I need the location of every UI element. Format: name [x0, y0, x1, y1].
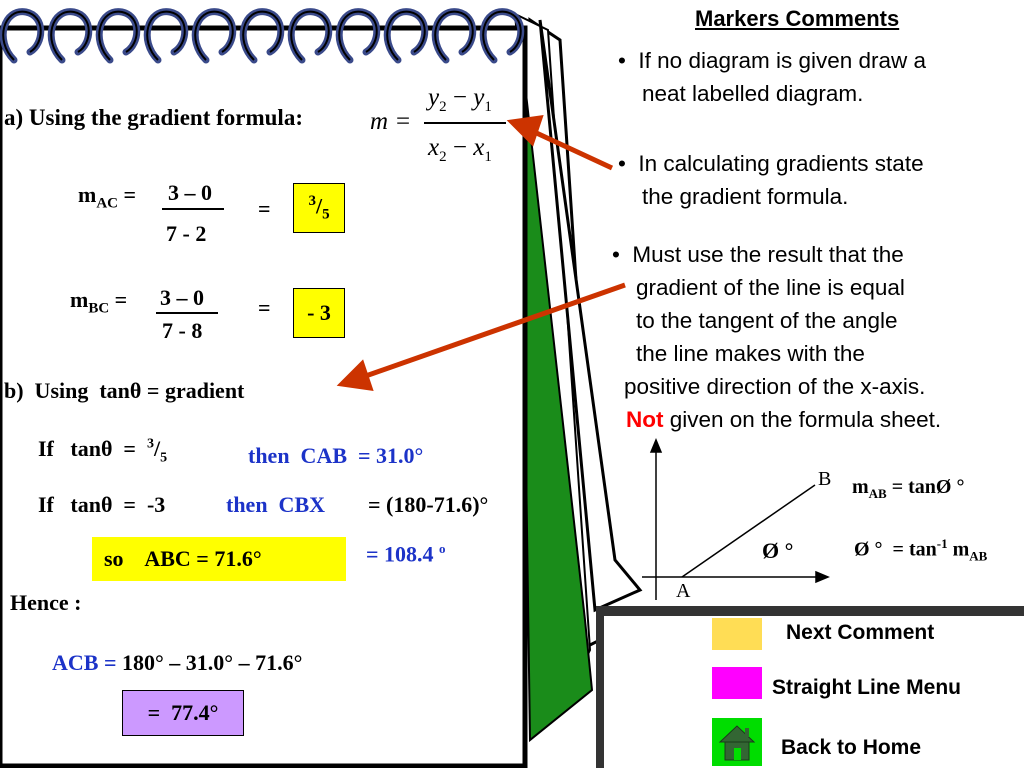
m-bc-fraction-bar — [156, 312, 218, 314]
arrow-to-tan — [336, 282, 626, 392]
home-icon — [718, 725, 756, 761]
m-bc-denominator: 7 - 8 — [162, 318, 203, 343]
formula-numerator: y2 − y1 — [428, 84, 492, 115]
comments-heading: Markers Comments — [695, 6, 900, 31]
comment-1: • If no diagram is given draw a neat lab… — [618, 48, 927, 106]
hence-label: Hence : — [10, 590, 82, 615]
gradient-formula: m = y2 − y1 x2 − x1 — [370, 84, 520, 174]
m-ab-tan: mAB = tanØ ° — [852, 476, 965, 501]
straight-line-menu-label[interactable]: Straight Line Menu — [772, 676, 961, 699]
m-ac-equals: = — [258, 196, 271, 221]
m-ac-fraction-bar — [162, 208, 224, 210]
if-tan-line-2: If tanθ = -3 — [38, 492, 166, 517]
point-b-label: B — [818, 468, 832, 490]
back-to-home-label[interactable]: Back to Home — [781, 736, 922, 759]
if-tan-line-1: If tanθ = 3/5 — [38, 436, 168, 466]
m-ac-denominator: 7 - 2 — [166, 221, 207, 246]
m-bc-label: mBC = — [70, 287, 128, 317]
eq-108-text: = 108.4 o — [366, 541, 446, 567]
angle-diagram — [642, 438, 830, 600]
next-comment-label[interactable]: Next Comment — [786, 621, 935, 644]
point-a-label: A — [676, 580, 691, 602]
straight-line-menu-button[interactable] — [712, 667, 762, 699]
formula-fraction-bar — [424, 122, 506, 124]
comment-2: • In calculating gradients state the gra… — [618, 151, 924, 209]
part-b-label: b) Using tanθ = gradient — [4, 378, 245, 403]
then-cab-text: then CAB = 31.0° — [248, 443, 424, 468]
m-ac-label: mAC = — [78, 182, 137, 212]
m-bc-result-box: - 3 — [293, 288, 345, 338]
m-ac-result-box: 3/5 — [293, 183, 345, 233]
formula-equals: = — [396, 108, 411, 135]
not-word: Not — [626, 407, 664, 432]
angle-label: Ø ° — [762, 538, 794, 563]
acb-line: ACB = 180° – 31.0° – 71.6° — [52, 650, 303, 675]
final-answer-box: = 77.4° — [122, 690, 244, 736]
so-abc-box: so ABC = 71.6° — [92, 537, 346, 581]
inverse-tan: Ø ° = tan-1 mAB — [854, 536, 988, 564]
m-ac-numerator: 3 – 0 — [168, 180, 212, 205]
formula-m: m — [370, 108, 389, 135]
part-a-label: a) Using the gradient formula: — [4, 105, 303, 130]
then-cbx-text: then CBX — [226, 492, 326, 517]
cbx-value: = (180-71.6)° — [368, 492, 489, 517]
m-bc-equals: = — [258, 295, 271, 320]
arrow-to-formula — [506, 114, 614, 171]
next-comment-button[interactable] — [712, 618, 762, 650]
formula-denominator: x2 − x1 — [428, 134, 492, 165]
home-button[interactable] — [712, 718, 762, 766]
comment-3: • Must use the result that the gradient … — [612, 242, 942, 432]
m-bc-numerator: 3 – 0 — [160, 285, 204, 310]
